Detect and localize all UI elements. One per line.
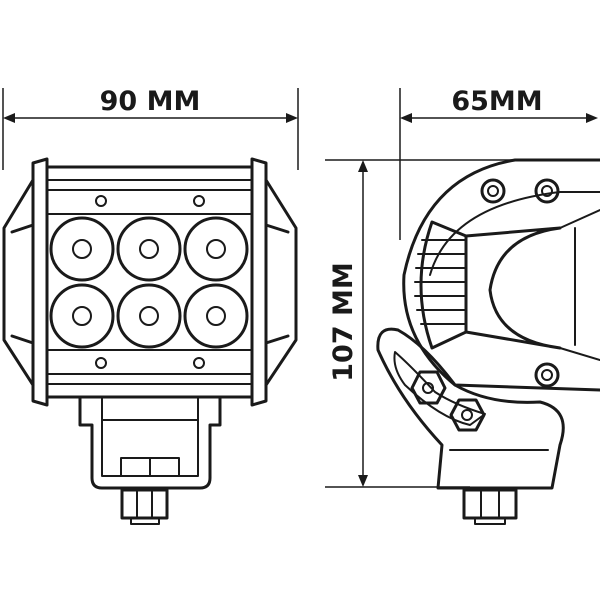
mount-bracket <box>78 395 222 490</box>
adjust-bolt-center <box>422 382 434 394</box>
right-bracket-inner <box>264 223 290 345</box>
left-bracket-arm <box>2 178 35 387</box>
arrow-depth-left-icon <box>400 113 412 123</box>
screw-icon <box>193 357 205 369</box>
right-bracket-arm <box>264 178 298 387</box>
led-chip-icon <box>139 239 159 259</box>
adjust-bolt-icon <box>410 370 447 405</box>
led-lens-icon <box>183 283 249 349</box>
arrow-bottom-icon <box>358 475 368 487</box>
right-bracket-post <box>250 157 268 407</box>
adjust-bolt-center <box>461 409 473 421</box>
bolt-tip <box>130 517 160 525</box>
side-view <box>376 158 600 525</box>
arrow-left-icon <box>3 113 15 123</box>
hex-screw-center <box>487 185 499 197</box>
side-cutout <box>464 226 562 350</box>
side-cutout-edge <box>559 209 600 361</box>
hex-screw-center <box>541 185 553 197</box>
dimension-width: 90 MM <box>2 86 299 170</box>
hex-screw-icon <box>480 178 506 204</box>
screw-icon <box>193 195 205 207</box>
mount-bracket-inner <box>101 396 199 431</box>
side-hex-nut-icon <box>462 488 518 520</box>
hex-screw-icon <box>534 178 560 204</box>
side-housing-outline <box>402 158 600 392</box>
side-mount-slot <box>393 351 486 426</box>
led-chip-icon <box>206 306 226 326</box>
height-label: 107 MM <box>328 262 359 382</box>
led-lens-icon <box>116 283 182 349</box>
dimension-depth: 65MM <box>399 86 598 240</box>
led-lens-icon <box>49 283 115 349</box>
arrow-top-icon <box>358 160 368 172</box>
led-chip-icon <box>139 306 159 326</box>
arrow-right-icon <box>286 113 298 123</box>
hex-screw-icon <box>534 362 560 388</box>
side-bolt-tip <box>474 517 506 525</box>
heat-sink-outline <box>419 220 468 350</box>
led-lens-icon <box>183 216 249 282</box>
arrow-depth-right-icon <box>586 113 598 123</box>
front-view <box>2 157 298 525</box>
led-array <box>49 216 249 349</box>
width-label: 90 MM <box>100 86 201 117</box>
hex-screw-center <box>541 369 553 381</box>
led-chip-icon <box>206 239 226 259</box>
led-chip-icon <box>72 239 92 259</box>
led-lens-icon <box>116 216 182 282</box>
side-housing-rib <box>429 191 600 276</box>
screw-icon <box>95 357 107 369</box>
left-bracket-post <box>31 157 49 407</box>
screw-icon <box>95 195 107 207</box>
dimension-height: 107 MM <box>325 159 520 488</box>
hex-nut-icon <box>120 488 169 520</box>
depth-label: 65MM <box>451 86 542 117</box>
side-mount-arm <box>376 327 565 490</box>
led-lens-icon <box>49 216 115 282</box>
led-chip-icon <box>72 306 92 326</box>
left-bracket-inner <box>10 223 35 345</box>
heat-sink <box>414 220 468 350</box>
housing-outline <box>45 165 254 399</box>
adjust-bolt-icon <box>449 398 486 432</box>
